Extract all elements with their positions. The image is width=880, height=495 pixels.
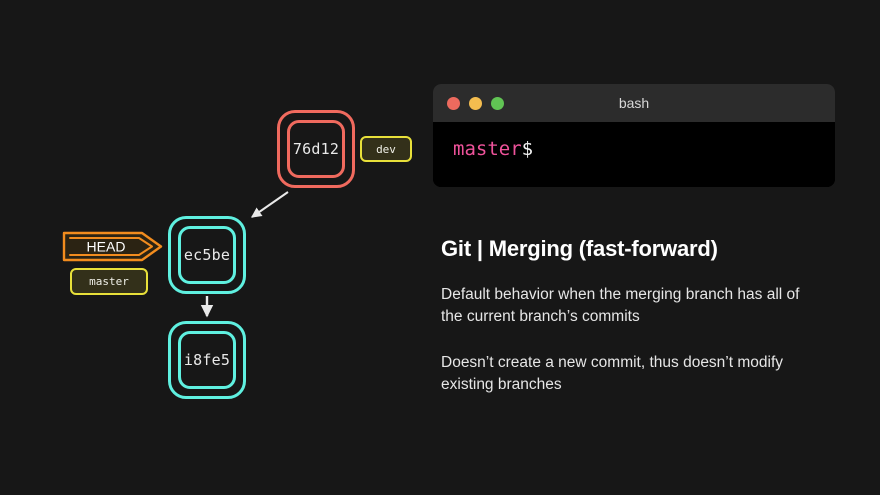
commit-graph: HEAD master dev 76d12 ec5be i8fe5 <box>0 0 430 495</box>
prompt-symbol: $ <box>521 138 534 160</box>
prompt-branch: master <box>453 138 522 160</box>
branch-label-master-text: master <box>89 275 129 288</box>
commit-node-ec5be[interactable]: ec5be <box>168 216 246 294</box>
branch-label-dev-text: dev <box>376 142 396 156</box>
terminal-body[interactable]: master$ <box>433 122 835 187</box>
close-button-icon[interactable] <box>447 96 460 110</box>
branch-label-dev[interactable]: dev <box>360 136 412 162</box>
commit-node-i8fe5[interactable]: i8fe5 <box>168 321 246 399</box>
window-controls <box>447 96 504 110</box>
copy-paragraph-2: Doesn’t create a new commit, thus doesn’… <box>441 354 784 393</box>
commit-sha-ec5be: ec5be <box>183 246 231 264</box>
commit-node-i8fe5-inner: i8fe5 <box>178 331 236 389</box>
branch-label-master[interactable]: master <box>70 268 148 295</box>
minimize-button-icon[interactable] <box>469 96 482 110</box>
commit-node-76d12[interactable]: 76d12 <box>277 110 355 188</box>
commit-sha-76d12: 76d12 <box>292 140 340 158</box>
page-title: Git | Merging (fast-forward) <box>441 236 718 261</box>
terminal-window[interactable]: bash master$ <box>433 84 835 187</box>
head-label: HEAD <box>87 239 126 255</box>
copy-paragraph-1: Default behavior when the merging branch… <box>441 286 800 325</box>
edge-76d12-to-ec5be <box>251 191 289 218</box>
maximize-button-icon[interactable] <box>491 96 504 110</box>
head-pointer: HEAD <box>62 231 163 262</box>
commit-sha-i8fe5: i8fe5 <box>183 351 231 369</box>
commit-node-ec5be-inner: ec5be <box>178 226 236 284</box>
terminal-prompt-line: master$ <box>453 138 835 160</box>
commit-node-76d12-inner: 76d12 <box>287 120 345 178</box>
terminal-title: bash <box>618 95 650 111</box>
terminal-titlebar[interactable]: bash <box>433 84 835 122</box>
slide-copy: Git | Merging (fast-forward) Default beh… <box>441 236 841 396</box>
